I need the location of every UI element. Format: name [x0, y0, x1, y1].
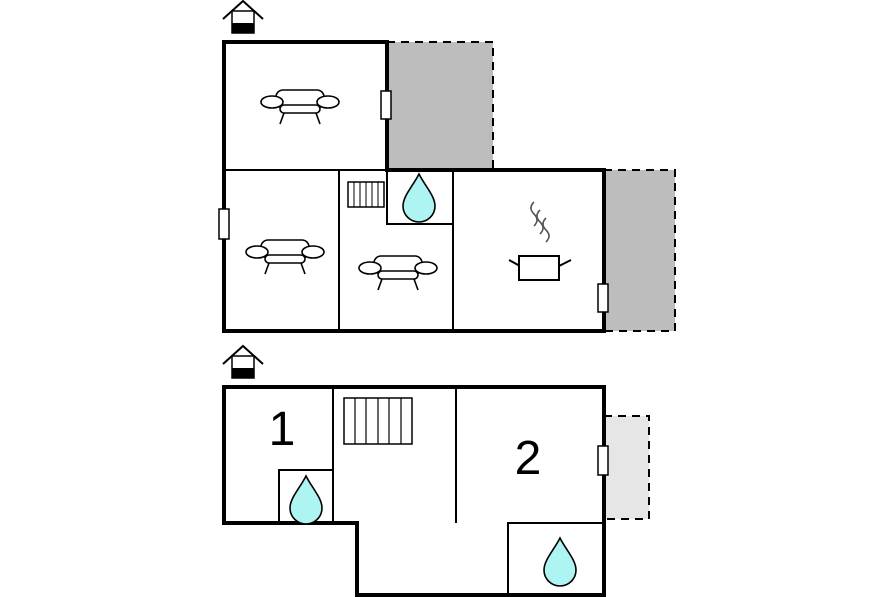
sofa-icon [245, 239, 325, 275]
ground-floor-walls [222, 40, 606, 333]
window-marker [597, 283, 609, 313]
water-drop-icon [543, 537, 577, 587]
terrace-top [387, 41, 494, 169]
room-number-2: 2 [515, 432, 542, 485]
window-marker [218, 208, 230, 240]
house-icon [222, 0, 264, 34]
cooking-pot-icon [508, 201, 572, 281]
stairs-icon [347, 181, 385, 208]
upper-floor-walls [222, 385, 606, 597]
window-marker [597, 445, 609, 476]
ground-floor [218, 0, 676, 333]
room-number-1: 1 [269, 403, 296, 456]
window-marker [380, 90, 392, 120]
sofa-icon [358, 255, 438, 291]
terrace-right [604, 169, 676, 332]
terrace-upper [604, 415, 650, 520]
stairs-icon [343, 397, 413, 445]
upper-floor: 1 2 [222, 345, 650, 597]
water-drop-icon [289, 475, 323, 525]
water-drop-icon [402, 173, 436, 223]
sofa-icon [260, 89, 340, 125]
house-icon [222, 345, 264, 379]
